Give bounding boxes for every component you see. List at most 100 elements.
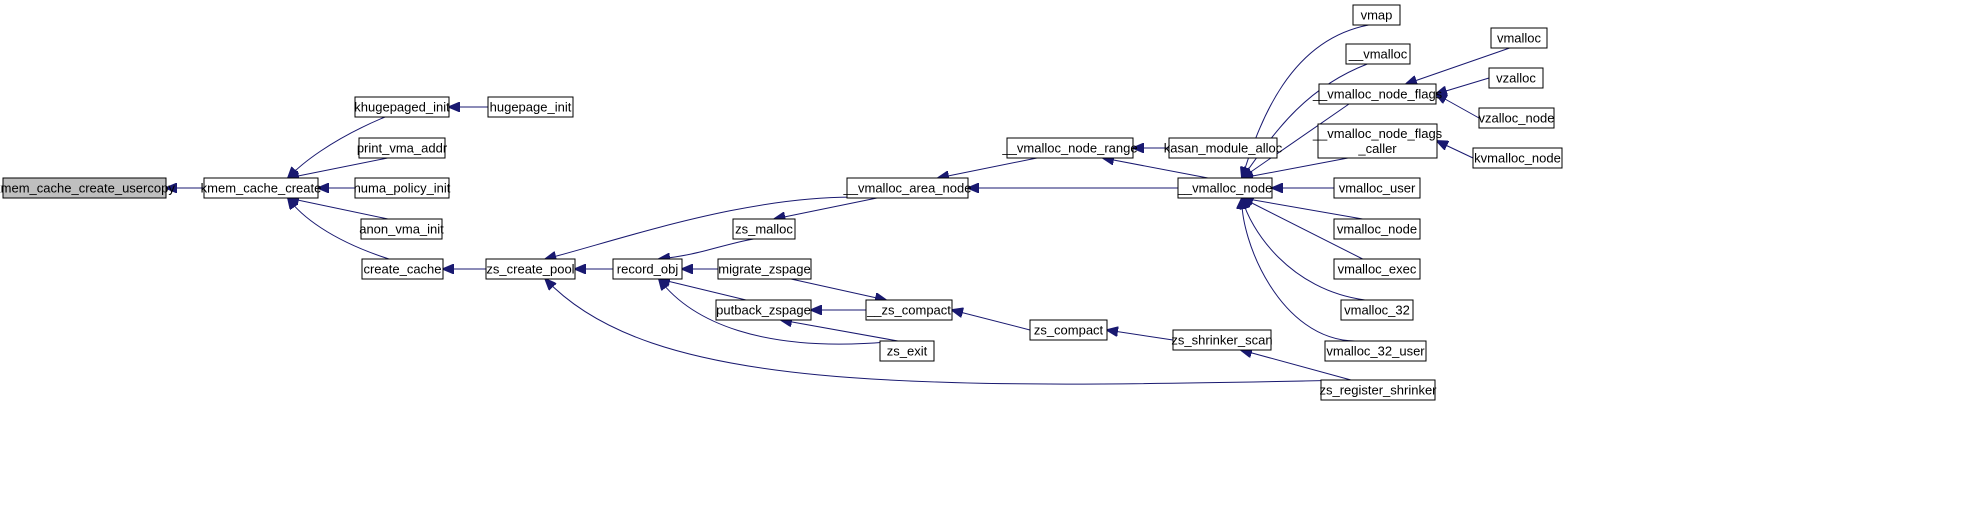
node-label: zs_compact — [1034, 323, 1104, 338]
node-box — [732, 218, 796, 240]
node-kmem-cache-create-usercopy[interactable]: kmem_cache_create_usercopy — [0, 177, 175, 199]
edge-anon_vma_init-to-kmem_cache_create — [288, 198, 389, 220]
node-vmalloc-32[interactable]: vmalloc_32 — [1340, 299, 1414, 321]
edge-kvmalloc_node-to-__vmalloc_node_flags_caller — [1437, 141, 1474, 159]
edge-vmalloc_node-to-__vmalloc_node — [1242, 198, 1363, 220]
node-box — [1490, 27, 1548, 49]
node-vmalloc-node-range[interactable]: __vmalloc_node_range — [1001, 137, 1138, 159]
node-box — [717, 258, 812, 280]
node-box — [485, 258, 576, 280]
nodes: kmem_cache_create_usercopy kmem_cache_cre… — [0, 4, 1563, 401]
node-box — [487, 96, 574, 118]
edge-putback_zspage-to-record_obj — [659, 279, 747, 301]
node-vmalloc-node-flags-caller[interactable]: __vmalloc_node_flags_caller — [1312, 123, 1443, 159]
node-box — [715, 299, 812, 321]
node-vmap[interactable]: vmap — [1352, 4, 1401, 26]
node-khugepaged-init[interactable]: khugepaged_init — [354, 96, 450, 118]
edge-zs_malloc-to-record_obj — [659, 238, 754, 259]
node-box — [879, 340, 935, 362]
node-vzalloc[interactable]: vzalloc — [1488, 67, 1544, 89]
node-putback-zspage[interactable]: putback_zspage — [715, 299, 812, 321]
edge-zs_register_shrinker-to-zs_create_pool — [545, 279, 1352, 385]
edge-__vmalloc_area_node-to-zs_create_pool — [545, 196, 878, 259]
node-vmalloc-32-user[interactable]: vmalloc_32_user — [1324, 340, 1427, 362]
edge-zs_compact-to-__zs_compact — [952, 310, 1031, 331]
node-anon-vma-init[interactable]: anon_vma_init — [359, 218, 444, 240]
node-label: vmalloc_32 — [1344, 303, 1410, 318]
node-box — [1340, 299, 1414, 321]
edge-__vmalloc_node_flags_caller-to-__vmalloc_node — [1242, 157, 1349, 178]
node-label: hugepage_init — [490, 100, 572, 115]
node-box — [2, 177, 167, 199]
edges — [166, 24, 1510, 385]
node-box — [1333, 258, 1421, 280]
node-vmalloc-area-node[interactable]: __vmalloc_area_node — [843, 177, 972, 199]
node-zs-shrinker-scan[interactable]: zs_shrinker_scan — [1171, 329, 1273, 351]
node-vmalloc-node[interactable]: __vmalloc_node — [1177, 177, 1273, 199]
node-vmalloc-exec[interactable]: vmalloc_exec — [1333, 258, 1421, 280]
node-label: putback_zspage — [716, 303, 811, 318]
node-label: zs_malloc — [735, 222, 793, 237]
node-kmem-cache-create[interactable]: kmem_cache_create — [201, 177, 322, 199]
node-box — [1168, 137, 1278, 159]
node-label: migrate_zspage — [718, 262, 811, 277]
edge-vzalloc-to-__vmalloc_node_flags — [1436, 77, 1490, 94]
node-label: __vmalloc_area_node — [843, 181, 972, 196]
node-label: vzalloc — [1496, 71, 1536, 86]
node-label: vmalloc_user — [1339, 181, 1416, 196]
node-box — [846, 177, 969, 199]
node-box — [612, 258, 683, 280]
node-record-obj[interactable]: record_obj — [612, 258, 683, 280]
node-vmalloc[interactable]: __vmalloc — [1345, 43, 1411, 65]
node-label: anon_vma_init — [359, 222, 444, 237]
node-box — [1345, 43, 1411, 65]
node-label: record_obj — [617, 262, 679, 277]
node-label: vmalloc — [1497, 31, 1542, 46]
node-label: zs_register_shrinker — [1319, 383, 1437, 398]
node-box — [1029, 319, 1108, 341]
node-label: vzalloc_node — [1479, 111, 1555, 126]
node-label: zs_exit — [887, 344, 928, 359]
node-zs-compact[interactable]: zs_compact — [1029, 319, 1108, 341]
node-zs-register-shrinker[interactable]: zs_register_shrinker — [1319, 379, 1437, 401]
node-vzalloc-node[interactable]: vzalloc_node — [1478, 107, 1555, 129]
node-box — [354, 177, 450, 199]
node-numa-policy-init[interactable]: numa_policy_init — [354, 177, 451, 199]
edge-__vmalloc_node_range-to-__vmalloc_area_node — [938, 157, 1038, 178]
node-label: _caller — [1357, 141, 1397, 156]
node-create-cache[interactable]: create_cache — [361, 258, 444, 280]
node-hugepage-init[interactable]: hugepage_init — [487, 96, 574, 118]
node-label: __vmalloc — [1348, 47, 1408, 62]
node-vmalloc-node-flags[interactable]: __vmalloc_node_flags — [1312, 83, 1443, 105]
node-kasan-module-alloc[interactable]: kasan_module_alloc — [1164, 137, 1283, 159]
node-box — [1172, 329, 1272, 351]
edge-zs_exit-to-putback_zspage — [781, 320, 899, 342]
node-migrate-zspage[interactable]: migrate_zspage — [717, 258, 812, 280]
node-label: vmalloc_exec — [1338, 262, 1417, 277]
node-kvmalloc-node[interactable]: kvmalloc_node — [1472, 147, 1563, 169]
node-box — [1352, 4, 1401, 26]
node-vmalloc[interactable]: vmalloc — [1490, 27, 1548, 49]
node-zs-compact[interactable]: __zs_compact — [865, 299, 953, 321]
node-zs-exit[interactable]: zs_exit — [879, 340, 935, 362]
edge-__vmalloc_area_node-to-zs_malloc — [774, 197, 878, 219]
node-box — [354, 96, 450, 118]
node-label: print_vma_addr — [357, 141, 448, 156]
edge-vmalloc_exec-to-__vmalloc_node — [1242, 198, 1363, 260]
edge-vmalloc_32-to-__vmalloc_node — [1242, 198, 1366, 301]
edge-__vmalloc-to-__vmalloc_node — [1242, 63, 1368, 178]
edge-vmalloc_32_user-to-__vmalloc_node — [1242, 198, 1356, 342]
node-box — [1333, 218, 1421, 240]
node-vmalloc-node[interactable]: vmalloc_node — [1333, 218, 1421, 240]
node-box — [1472, 147, 1563, 169]
node-vmalloc-user[interactable]: vmalloc_user — [1333, 177, 1421, 199]
node-label: __vmalloc_node_range — [1001, 141, 1137, 156]
edge-__vmalloc_node-to-__vmalloc_node_range — [1103, 158, 1209, 179]
node-zs-create-pool[interactable]: zs_create_pool — [485, 258, 576, 280]
edge-zs_register_shrinker-to-zs_shrinker_scan — [1241, 350, 1352, 381]
node-label: kasan_module_alloc — [1164, 141, 1283, 156]
node-print-vma-addr[interactable]: print_vma_addr — [357, 137, 448, 159]
edge-__vmalloc_node_flags-to-__vmalloc_node — [1242, 103, 1350, 178]
node-zs-malloc[interactable]: zs_malloc — [732, 218, 796, 240]
node-label: create_cache — [363, 262, 441, 277]
